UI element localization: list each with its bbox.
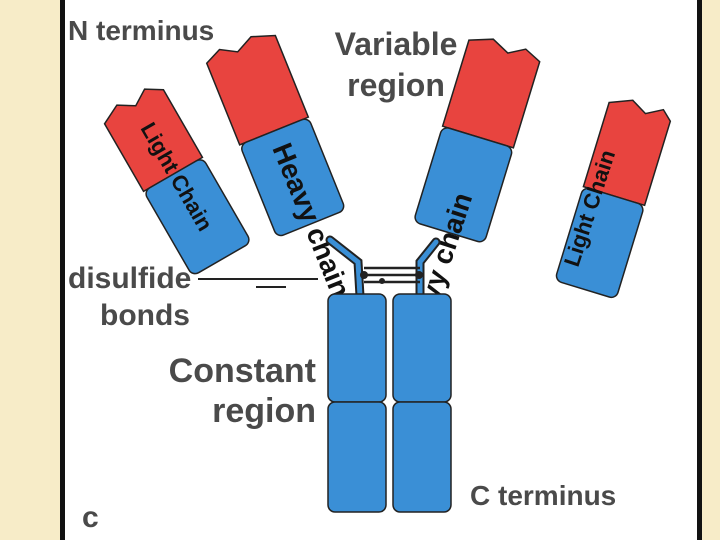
disulfide-label-line1: disulfide xyxy=(68,262,191,295)
disulfide-dot-left xyxy=(360,271,368,279)
n-terminus-label: N terminus xyxy=(68,15,214,46)
variable-region-label-line1: Variable xyxy=(335,26,458,62)
disulfide-dot-center xyxy=(379,278,385,284)
constant-region-label-line2: region xyxy=(212,392,316,430)
left-heavy-ch2-domain xyxy=(327,293,387,403)
panel-letter: c xyxy=(82,501,99,534)
right-heavy-chain xyxy=(414,38,541,243)
left-heavy-chain xyxy=(205,34,345,237)
left-hinge-linker-fill xyxy=(327,237,363,299)
right-light-constant-domain xyxy=(555,187,644,299)
disulfide-label-line2: bonds xyxy=(100,299,190,332)
left-light-constant-domain xyxy=(145,159,250,275)
panel-left-border xyxy=(60,0,65,540)
right-heavy-ch1-domain xyxy=(414,127,513,243)
left-heavy-ch1-domain xyxy=(241,118,345,237)
right-heavy-ch2-domain xyxy=(392,293,452,403)
constant-region-label-line1: Constant xyxy=(169,352,316,390)
left-light-chain xyxy=(103,88,250,275)
disulfide-dot-right xyxy=(415,271,423,279)
right-hinge-linker-fill xyxy=(417,239,439,299)
right-heavy-ch3-domain xyxy=(392,401,452,513)
panel-right-border xyxy=(697,0,702,540)
c-terminus-label: C terminus xyxy=(470,480,616,511)
left-heavy-ch3-domain xyxy=(327,401,387,513)
right-light-chain xyxy=(555,99,672,299)
variable-region-label-line2: region xyxy=(347,67,445,103)
